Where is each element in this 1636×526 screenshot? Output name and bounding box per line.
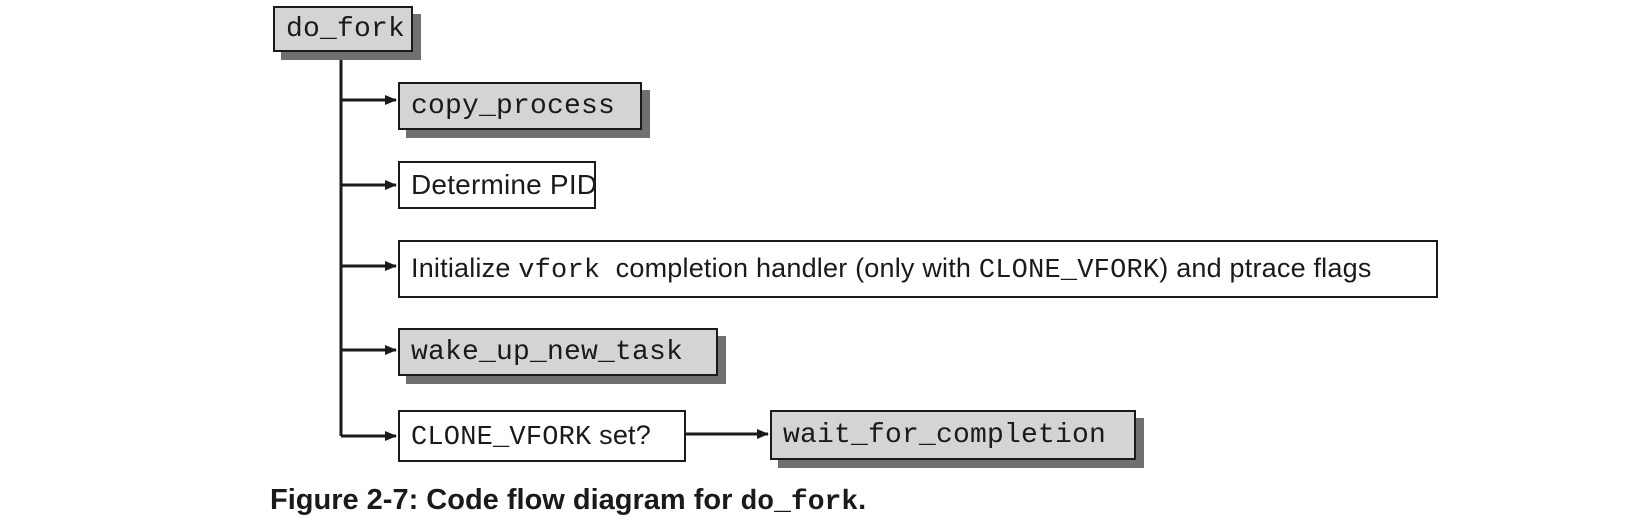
node-wait-for-completion: wait_for_completion — [770, 410, 1136, 460]
init-middle: completion handler (only with — [600, 253, 979, 283]
node-determine-pid-label: Determine PID — [411, 169, 598, 200]
node-copy-process: copy_process — [398, 82, 642, 130]
clone-check-suffix: set? — [591, 420, 651, 450]
init-code-clone-vfork: CLONE_VFORK — [978, 256, 1160, 286]
node-determine-pid: Determine PID — [398, 161, 598, 209]
caption-suffix: . — [858, 484, 867, 516]
node-copy-process-label: copy_process — [411, 90, 616, 122]
node-wake-up-label: wake_up_new_task — [411, 336, 684, 368]
node-init-vfork-text: Initialize vfork completion handler (onl… — [411, 252, 1372, 286]
node-clone-check-text: CLONE_VFORK set? — [411, 419, 651, 453]
node-init-vfork-handler: Initialize vfork completion handler (onl… — [398, 240, 1438, 298]
node-do-fork-label: do_fork — [286, 13, 406, 45]
init-suffix: ) and ptrace flags — [1159, 253, 1372, 283]
figure-caption: Figure 2-7: Code flow diagram for do_for… — [270, 484, 866, 518]
clone-check-code: CLONE_VFORK — [411, 423, 592, 453]
caption-prefix: Figure 2-7: Code flow diagram for — [270, 484, 741, 516]
node-wait-label: wait_for_completion — [783, 419, 1107, 451]
init-prefix: Initialize — [411, 253, 519, 283]
init-code-vfork: vfork — [518, 256, 601, 286]
node-clone-vfork-check: CLONE_VFORK set? — [398, 410, 686, 462]
node-do-fork: do_fork — [273, 6, 413, 52]
caption-code: do_fork — [740, 487, 859, 518]
node-wake-up-new-task: wake_up_new_task — [398, 328, 718, 376]
